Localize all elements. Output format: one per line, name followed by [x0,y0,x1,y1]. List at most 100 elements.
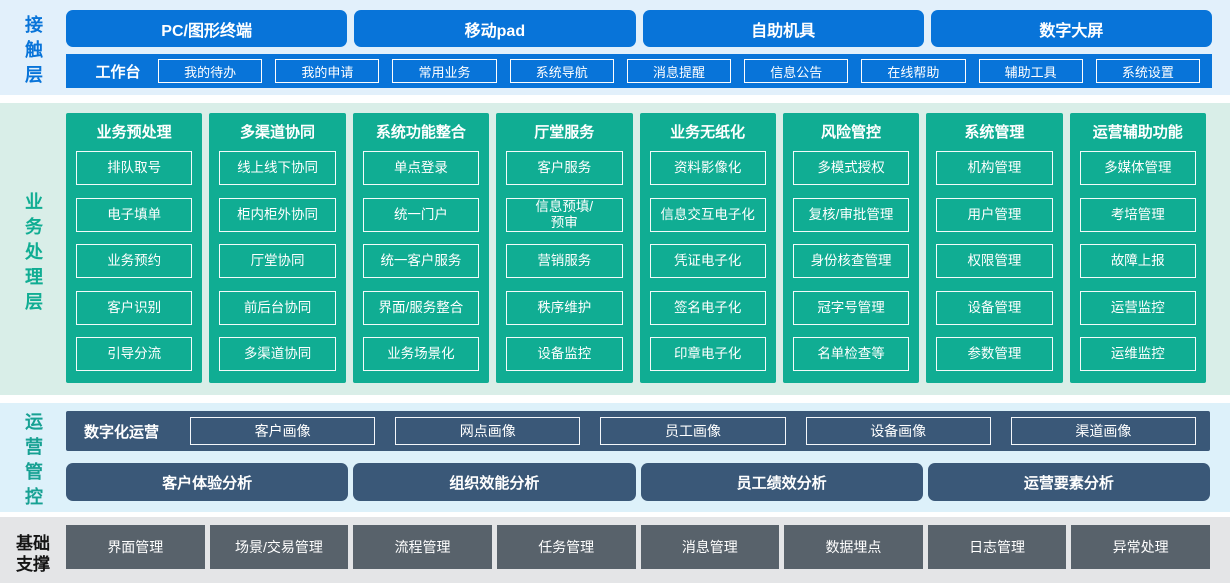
foundation-item: 任务管理 [496,525,636,569]
business-item: 统一门户 [362,197,480,232]
business-item: 多媒体管理 [1079,151,1196,185]
workbench-item: 系统设置 [1095,59,1200,83]
foundation-layer-band: 基础支撑 界面管理场景/交易管理流程管理任务管理消息管理数据埋点日志管理异常处理 [0,517,1230,583]
foundation-row: 界面管理场景/交易管理流程管理任务管理消息管理数据埋点日志管理异常处理 [66,525,1210,569]
operation-layer-label: 运营管控 [23,411,43,512]
foundation-layer-label: 基础支撑 [16,533,50,574]
analysis-row: 客户体验分析组织效能分析员工绩效分析运营要素分析 [66,463,1210,501]
terminal-button: 自助机具 [642,10,924,47]
business-column: 系统管理 机构管理用户管理权限管理设备管理参数管理 [926,113,1063,383]
business-item: 电子填单 [76,197,193,232]
business-item: 设备管理 [936,290,1053,325]
business-item: 秩序维护 [506,290,623,325]
digital-ops-item: 渠道画像 [1010,417,1196,445]
business-column: 业务无纸化 资料影像化信息交互电子化凭证电子化签名电子化印章电子化 [639,113,776,383]
foundation-item: 数据埋点 [784,525,923,569]
business-item: 营销服务 [506,244,623,278]
analysis-button: 运营要素分析 [927,463,1210,501]
digital-ops-item: 客户画像 [190,417,376,445]
operation-layer-content: 数字化运营 客户画像网点画像员工画像设备画像渠道画像 客户体验分析组织效能分析员… [66,411,1210,512]
business-columns: 业务预处理 排队取号电子填单业务预约客户识别引导分流 多渠道协同 线上线下协同柜… [66,113,1206,383]
business-column-items: 机构管理用户管理权限管理设备管理参数管理 [936,151,1053,371]
business-item: 线上线下协同 [219,151,336,185]
business-column: 多渠道协同 线上线下协同柜内柜外协同厅堂协同前后台协同多渠道协同 [209,113,346,383]
business-item: 名单检查等 [792,337,910,371]
analysis-button: 员工绩效分析 [640,463,923,501]
workbench-item: 在线帮助 [861,59,966,83]
business-item: 资料影像化 [649,151,766,185]
business-column-items: 线上线下协同柜内柜外协同厅堂协同前后台协同多渠道协同 [219,151,336,371]
business-column-items: 客户服务信息预填/ 预审营销服务秩序维护设备监控 [506,151,623,371]
business-item: 故障上报 [1079,244,1196,278]
contact-layer-label: 接触层 [23,15,43,90]
workbench-item: 我的待办 [158,59,263,83]
business-column-title: 运营辅助功能 [1092,124,1183,141]
business-item: 单点登录 [362,151,480,185]
business-column: 系统功能整合 单点登录统一门户统一客户服务界面/服务整合业务场景化 [352,113,490,383]
digital-ops-items: 客户画像网点画像员工画像设备画像渠道画像 [190,417,1196,445]
workbench-label: 工作台 [95,63,141,81]
business-column-items: 单点登录统一门户统一客户服务界面/服务整合业务场景化 [362,151,480,371]
operation-layer-band: 运营管控 数字化运营 客户画像网点画像员工画像设备画像渠道画像 客户体验分析组织… [0,403,1230,512]
business-column-title: 系统管理 [964,124,1025,141]
business-column: 运营辅助功能 多媒体管理考培管理故障上报运营监控运维监控 [1069,113,1206,383]
business-layer-label-wrap: 业务处理层 [0,113,66,395]
business-layer-band: 业务处理层 业务预处理 排队取号电子填单业务预约客户识别引导分流 多渠道协同 线… [0,103,1230,395]
business-item: 机构管理 [936,151,1053,185]
digital-ops-item: 员工画像 [600,417,786,445]
business-item: 界面/服务整合 [362,290,480,325]
business-item: 权限管理 [936,244,1053,278]
business-item: 排队取号 [76,151,193,185]
business-item: 厅堂协同 [219,244,336,278]
foundation-item: 异常处理 [1071,525,1210,569]
workbench-item: 系统导航 [509,59,614,83]
business-item: 考培管理 [1079,197,1196,232]
contact-layer-label-wrap: 接触层 [0,10,66,95]
workbench-item: 消息提醒 [626,59,732,83]
digital-ops-label: 数字化运营 [84,423,160,441]
business-column-title: 厅堂服务 [534,124,595,141]
foundation-item: 消息管理 [640,525,780,569]
business-column: 风险管控 多模式授权复核/审批管理身份核查管理冠字号管理名单检查等 [782,113,920,383]
terminal-button: 移动pad [354,10,636,47]
digital-ops-item: 设备画像 [805,417,991,445]
business-column-items: 多模式授权复核/审批管理身份核查管理冠字号管理名单检查等 [792,151,910,371]
foundation-layer-label-wrap: 基础支撑 [0,525,66,583]
business-column-title: 系统功能整合 [375,124,466,141]
business-item: 信息预填/ 预审 [506,197,623,232]
business-item: 前后台协同 [219,290,336,325]
business-item: 柜内柜外协同 [219,197,336,232]
business-item: 运维监控 [1079,337,1196,371]
business-item: 客户服务 [506,151,623,185]
digital-ops-bar: 数字化运营 客户画像网点画像员工画像设备画像渠道画像 [66,411,1210,451]
business-item: 多模式授权 [792,151,910,185]
workbench-items: 我的待办我的申请常用业务系统导航消息提醒信息公告在线帮助辅助工具系统设置 [158,59,1200,83]
terminal-button: 数字大屏 [930,10,1212,47]
business-item: 印章电子化 [649,337,766,371]
analysis-button: 组织效能分析 [353,463,636,501]
business-column-title: 业务无纸化 [670,124,746,141]
foundation-item: 日志管理 [927,525,1067,569]
business-item: 业务场景化 [362,337,480,371]
foundation-item: 流程管理 [353,525,492,569]
business-column-title: 风险管控 [821,124,882,141]
foundation-item: 界面管理 [66,525,205,569]
business-item: 签名电子化 [649,290,766,325]
business-item: 信息交互电子化 [649,197,766,232]
terminal-button: PC/图形终端 [66,10,348,47]
business-item: 冠字号管理 [792,290,910,325]
business-item: 客户识别 [76,290,193,325]
business-item: 运营监控 [1079,290,1196,325]
workbench-bar: 工作台 我的待办我的申请常用业务系统导航消息提醒信息公告在线帮助辅助工具系统设置 [66,54,1212,88]
digital-ops-item: 网点画像 [395,417,581,445]
business-item: 身份核查管理 [792,244,910,278]
business-item: 凭证电子化 [649,244,766,278]
workbench-item: 我的申请 [275,59,380,83]
workbench-item: 常用业务 [392,59,497,83]
business-item: 业务预约 [76,244,193,278]
business-column-items: 多媒体管理考培管理故障上报运营监控运维监控 [1079,151,1196,371]
foundation-item: 场景/交易管理 [209,525,349,569]
